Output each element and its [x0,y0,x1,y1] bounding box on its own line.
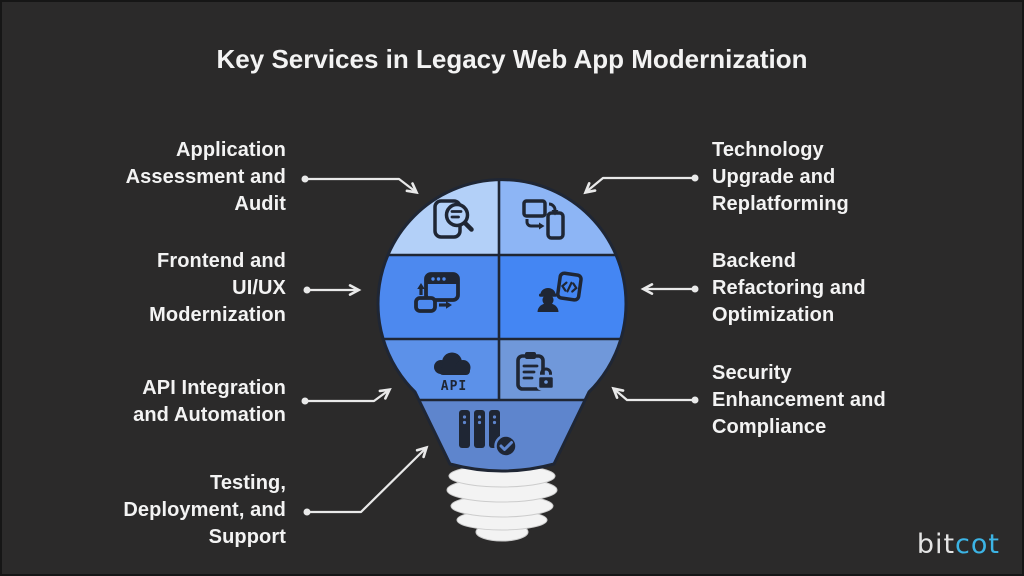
segment-backend-refactoring [499,255,626,339]
page-title: Key Services in Legacy Web App Moderniza… [216,44,808,74]
service-label-application-assessment: Application Assessment and Audit [125,139,286,215]
service-label-backend-refactoring: Backend Refactoring and Optimization [712,250,866,326]
bulb-screw-base [446,464,558,542]
browser-upgrade-icon [414,272,460,313]
logo-text-cot: cot [955,529,1000,560]
bitcot-logo: bitcot [917,529,1000,560]
service-label-technology-upgrade: Technology Upgrade and Replatforming [712,139,849,215]
arrow-api-integration [303,390,389,403]
devices-sync-icon [522,199,565,240]
arrow-testing-deployment [305,448,426,514]
clipboard-lock-icon [516,352,556,391]
service-label-api-integration: API Integration and Automation [133,377,286,426]
connector-arrows [301,174,699,516]
api-label: API [441,379,467,394]
segment-technology-upgrade [499,179,626,255]
cloud-api-icon: API [434,352,471,394]
service-label-testing-deployment: Testing, Deployment, and Support [123,472,286,548]
arrow-technology-upgrade [586,176,697,192]
service-label-frontend-modernization: Frontend and UI/UX Modernization [149,250,286,326]
logo-text-bit: bit [916,529,956,560]
segment-frontend-modernization [378,255,499,339]
server-check-icon [459,410,518,458]
engineer-code-icon [537,271,583,312]
arrow-security-compliance [614,389,697,402]
document-search-icon [433,199,474,239]
service-label-security-compliance: Security Enhancement and Compliance [712,362,886,438]
arrow-application-assessment [303,177,416,192]
bulb-outline [376,178,628,473]
